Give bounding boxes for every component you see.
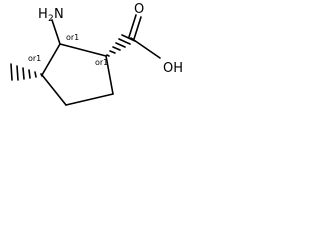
stereo-label-c2: or1 — [95, 58, 108, 67]
svg-text:2: 2 — [48, 14, 54, 24]
svg-text:N: N — [54, 7, 64, 22]
ring-bond-c3-c4 — [65, 93, 114, 106]
carbonyl-oxygen-label: O — [134, 2, 144, 17]
stereo-label-c1: or1 — [66, 33, 79, 42]
ring-bond-c2-c3 — [105, 55, 114, 95]
stereo-label-c5: or1 — [28, 54, 41, 63]
bond-c1-amine — [51, 19, 61, 45]
svg-text:H: H — [38, 7, 48, 22]
hashed-wedge-c5-methyl — [10, 63, 43, 81]
ring-bond-c1-c2 — [59, 43, 107, 57]
ring-bond-c5-c1 — [41, 43, 61, 76]
bond-carboxyl-oh — [130, 37, 161, 59]
structure-canvas: H 2 N O OH or1 or1 or1 — [0, 0, 194, 122]
molecule-structure: H 2 N O OH or1 or1 or1 — [10, 2, 183, 106]
amine-label: H 2 N — [38, 7, 64, 24]
bond-carbonyl-b — [133, 16, 142, 40]
hydroxyl-label: OH — [163, 61, 183, 76]
bond-carbonyl-a — [128, 14, 137, 38]
ring-bond-c4-c5 — [41, 74, 67, 106]
